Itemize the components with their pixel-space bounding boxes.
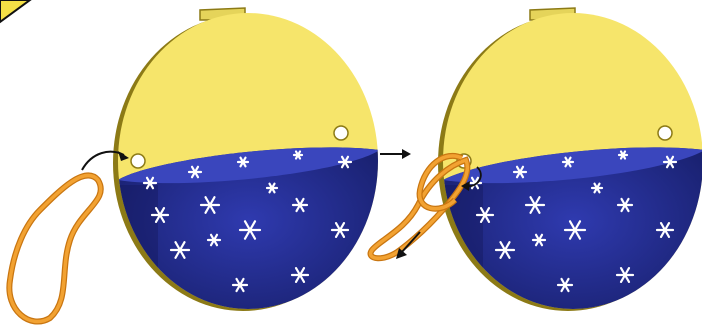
step-arrow	[380, 149, 411, 159]
star-icon	[669, 270, 681, 280]
rubber-band-loose	[9, 175, 100, 321]
star-icon	[344, 270, 356, 280]
hole-right	[658, 126, 672, 140]
hole-left	[131, 154, 145, 168]
star-icon	[494, 295, 506, 305]
hole-right	[334, 126, 348, 140]
disc-step-1	[113, 8, 380, 327]
pull-arrow	[396, 232, 420, 259]
corner-accent	[0, 0, 30, 22]
star-icon	[169, 295, 181, 305]
